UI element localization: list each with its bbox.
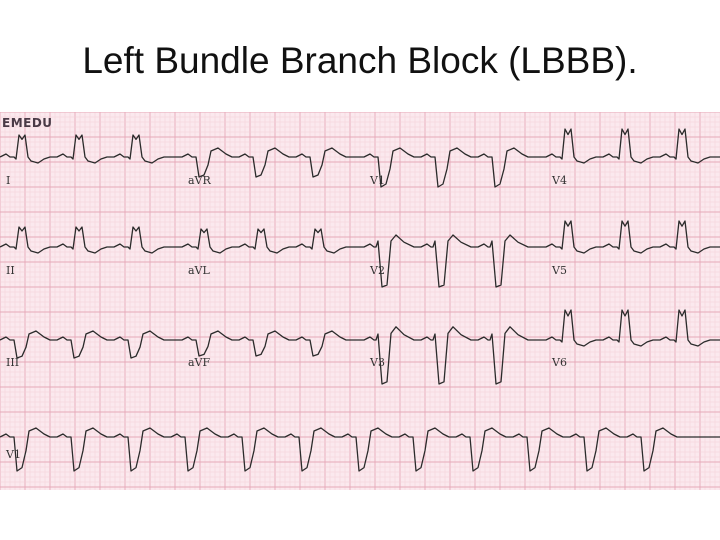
lead-label-i: I bbox=[6, 174, 11, 187]
lead-label-iii: III bbox=[6, 356, 20, 369]
ecg-row-2-trace bbox=[0, 220, 720, 288]
lead-label-v1: V1 bbox=[370, 174, 385, 187]
lead-label-v5: V5 bbox=[552, 264, 567, 277]
ecg-watermark: EMEDU bbox=[2, 116, 53, 130]
ecg-row-3-trace bbox=[0, 309, 720, 385]
ecg-row-rhythm-trace bbox=[0, 427, 720, 472]
lead-label-avf: aVF bbox=[188, 356, 211, 369]
lead-label-v6: V6 bbox=[552, 356, 567, 369]
ecg-tracing bbox=[0, 112, 720, 490]
lead-label-v2: V2 bbox=[370, 264, 385, 277]
slide-title: Left Bundle Branch Block (LBBB). bbox=[82, 40, 638, 81]
ecg-grid bbox=[0, 112, 720, 490]
ecg-row-1-trace bbox=[0, 128, 720, 188]
lead-label-v4: V4 bbox=[552, 174, 567, 187]
lead-label-v3: V3 bbox=[370, 356, 385, 369]
lead-label-avr: aVR bbox=[188, 174, 211, 187]
lead-label-ii: II bbox=[6, 264, 15, 277]
ecg-strip: EMEDU I II III V1 aVR aVL aVF V1 V2 V3 V… bbox=[0, 112, 720, 490]
lead-label-avl: aVL bbox=[188, 264, 210, 277]
lead-label-rhythm-v1: V1 bbox=[6, 448, 21, 461]
